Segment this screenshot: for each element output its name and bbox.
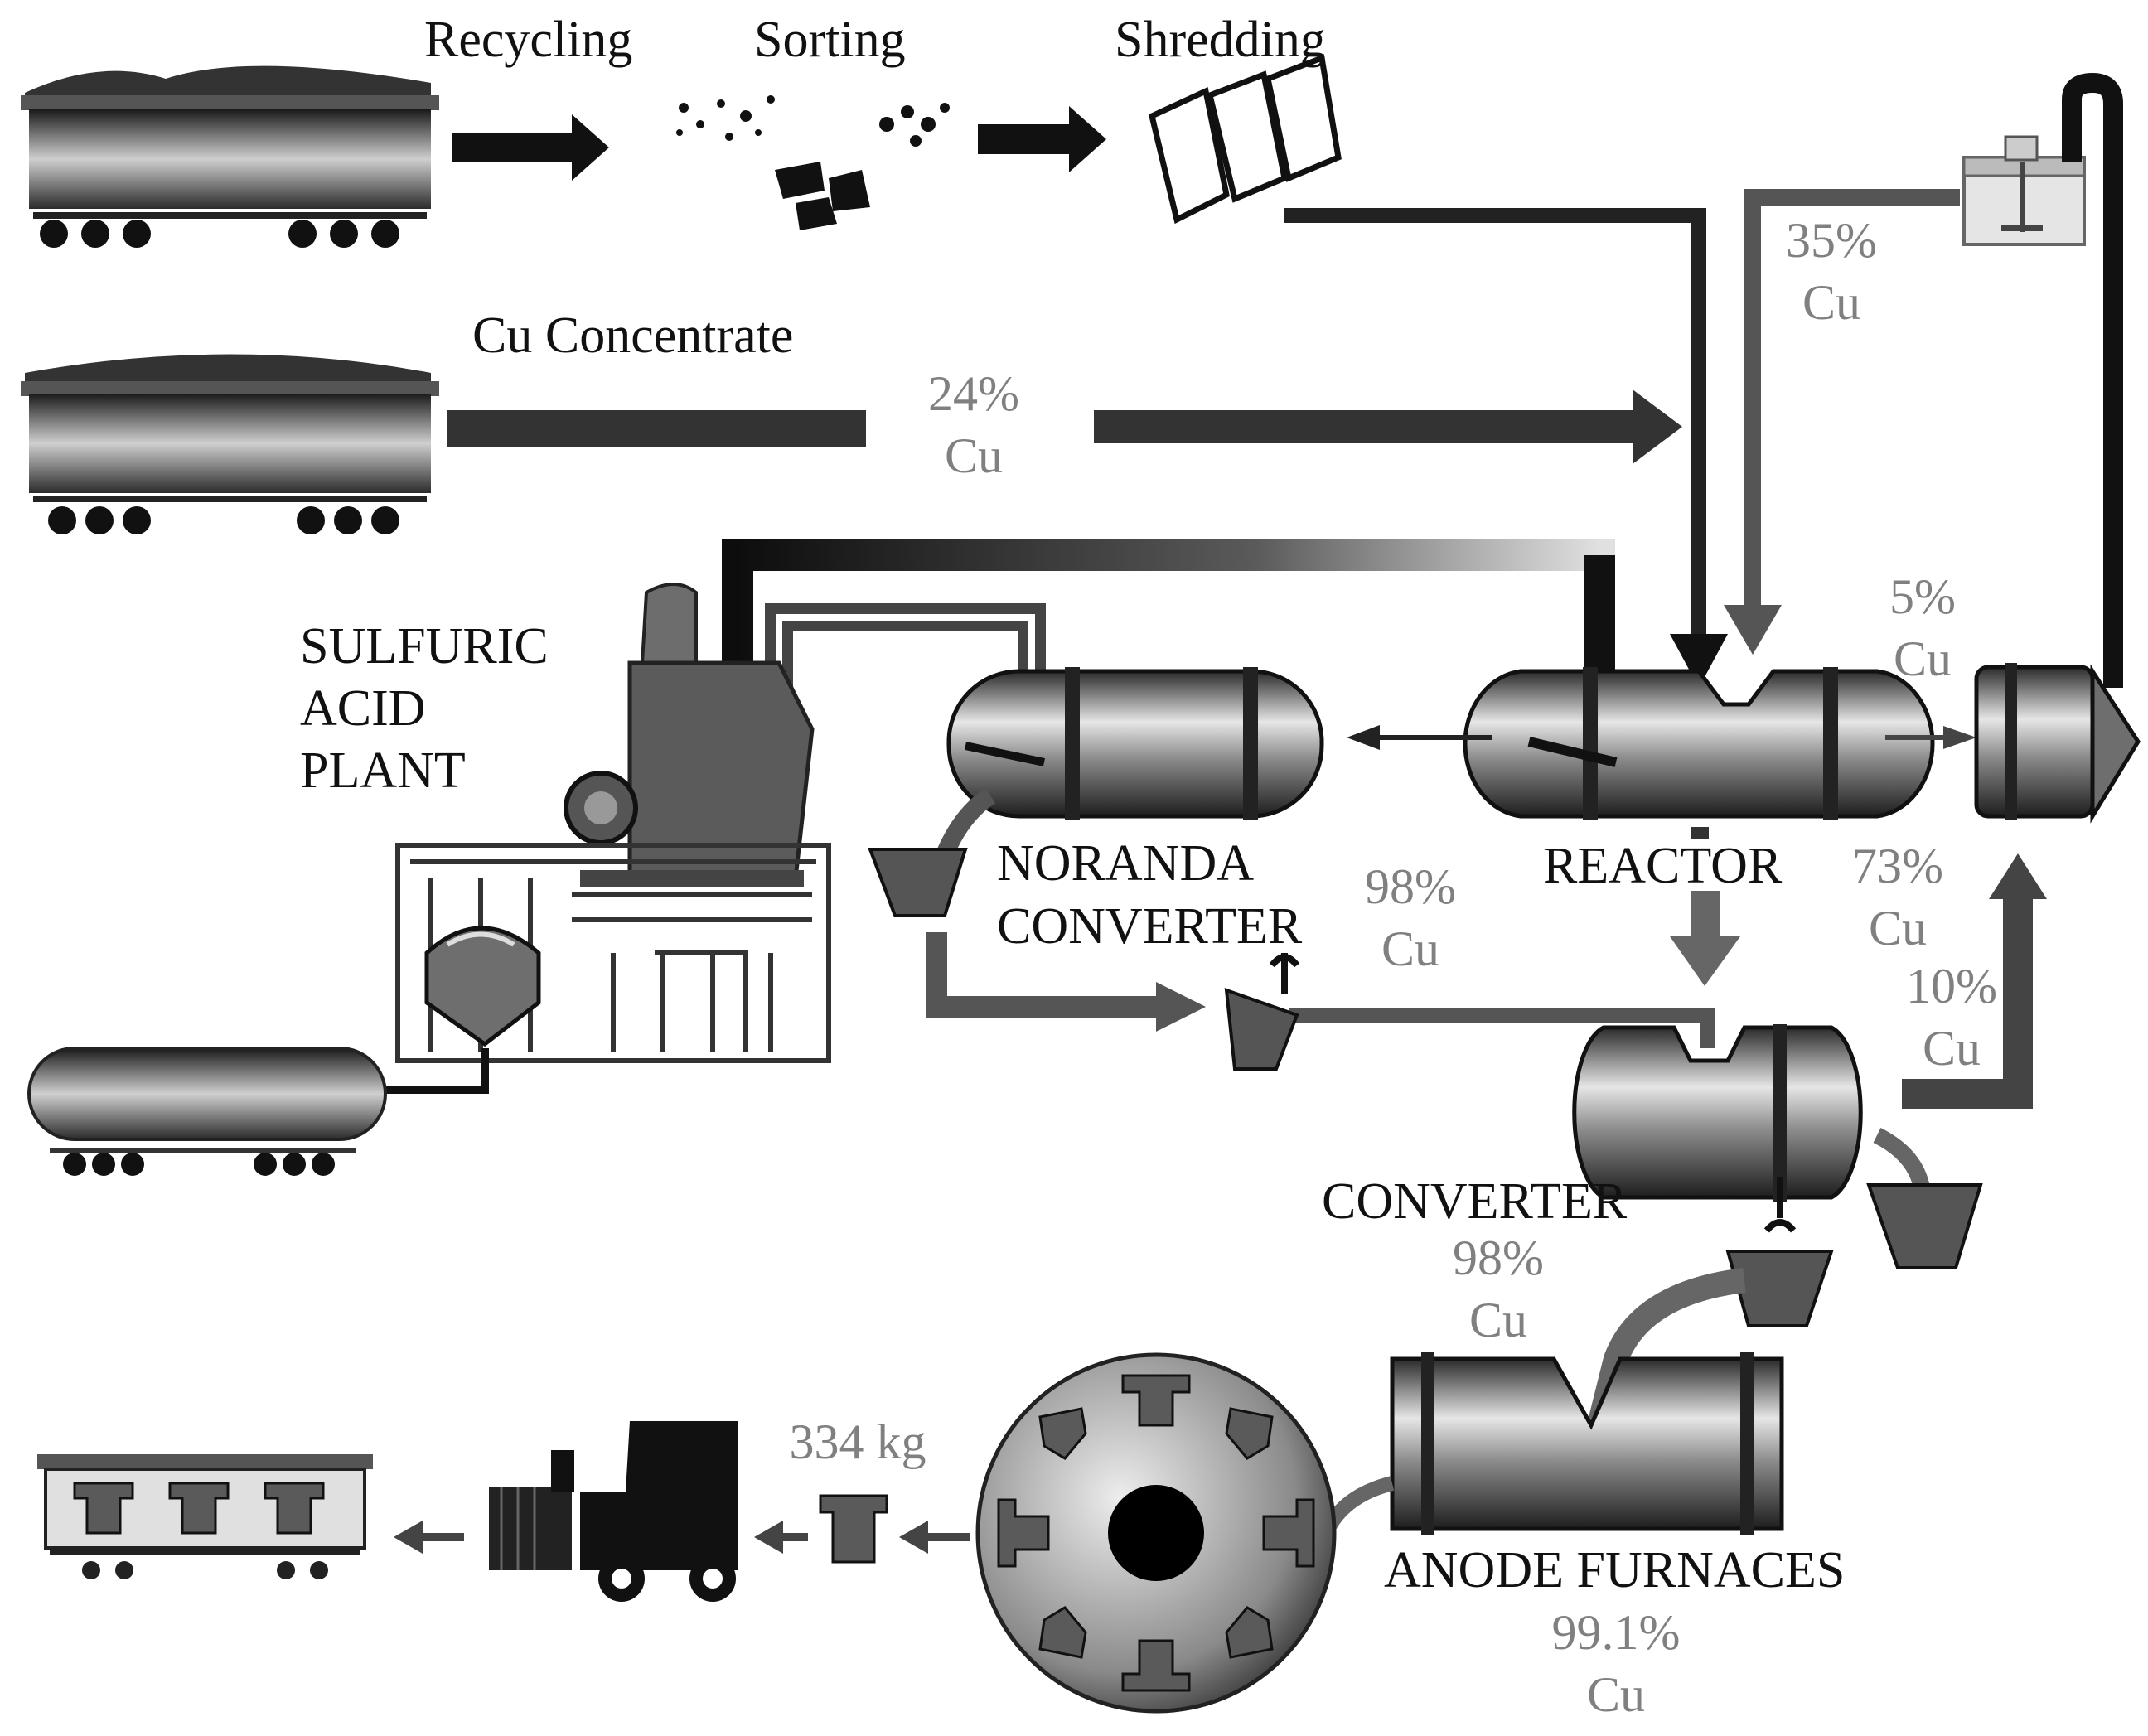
arrow-into-slag-ladle (1156, 982, 1206, 1032)
arrowhead-reactor-to-noranda (1347, 725, 1380, 750)
ladle-noranda (868, 848, 968, 917)
label-noranda-converter: CONVERTER (997, 898, 1303, 955)
flow-tank-to-slag-cooler (2062, 72, 2123, 688)
label-acid: ACID (300, 680, 426, 737)
arrow-wheel-to-anode (899, 1521, 970, 1554)
flow-concentrate-bar (448, 410, 866, 447)
label-plant: PLANT (300, 742, 466, 799)
label-recycling: Recycling (424, 12, 632, 68)
label-anode-furnaces: ANODE FURNACES (1384, 1542, 1845, 1598)
ladle-blister (1725, 1250, 1834, 1327)
railcar-concentrate (21, 354, 439, 534)
label-anode-pct: 99.1% (1552, 1605, 1681, 1660)
ladle-matte (1224, 988, 1299, 1071)
label-slag-pct: 5% (1889, 569, 1956, 624)
arrowhead-reactor-to-slag-cooler (1943, 726, 1976, 749)
flow-tank-to-reactor (1744, 189, 1960, 613)
label-converter: CONVERTER (1322, 1173, 1628, 1230)
truck (489, 1421, 738, 1602)
label-converter-slag-cu: Cu (1923, 1021, 1981, 1076)
arrow-sorting-to-shredding (978, 106, 1106, 172)
flow-ladle-to-slag-ladle (926, 932, 1168, 1018)
label-matte-pct: 73% (1852, 839, 1943, 893)
label-recycle-pct: 35% (1786, 213, 1877, 268)
arrowhead-converter-slag-up (1989, 853, 2047, 899)
shredder (1148, 54, 1342, 225)
label-noranda-pct: 98% (1365, 859, 1456, 914)
label-shredding: Shredding (1115, 12, 1326, 68)
label-sulfuric: SULFURIC (300, 618, 549, 675)
flow-shredding-to-reactor (1284, 208, 1706, 646)
label-noranda-cu: Cu (1381, 921, 1439, 976)
label-recycle-cu: Cu (1802, 275, 1860, 330)
ladle-converter-slag (1866, 1183, 1983, 1269)
label-converter-pct: 98% (1453, 1231, 1544, 1285)
label-slag-cu: Cu (1894, 631, 1952, 686)
anode-furnace (1390, 1352, 1784, 1535)
label-concentrate-cu: Cu (945, 428, 1003, 483)
label-reactor: REACTOR (1543, 838, 1783, 894)
arrow-tank-into-reactor (1724, 605, 1782, 655)
recycle-tank (1962, 135, 2086, 246)
reactor (1463, 667, 1935, 839)
railcar-scrap (21, 65, 439, 248)
label-anode-mass: 334 kg (790, 1414, 926, 1469)
hook-blister (1763, 1177, 1797, 1233)
arrow-concentrate-to-reactor (1094, 389, 1682, 464)
arrow-shredding-into-reactor (1670, 634, 1728, 688)
pipe-converter-to-noranda-ladle (1289, 1008, 1715, 1048)
label-cu-concentrate: Cu Concentrate (472, 307, 793, 364)
sorted-scrap-pieces (676, 95, 950, 230)
arrow-anode-to-truck (754, 1521, 808, 1554)
arrow-recycling-to-sorting (452, 114, 609, 181)
anode-slab (819, 1494, 888, 1564)
label-matte-cu: Cu (1869, 901, 1927, 955)
sulfuric-acid-plant (395, 583, 831, 1063)
casting-wheel (975, 1352, 1337, 1714)
converter (1572, 1024, 1863, 1202)
arrow-truck-to-railcar (394, 1521, 464, 1554)
label-anode-cu: Cu (1587, 1667, 1645, 1722)
label-noranda: NORANDA (997, 835, 1254, 892)
hook-matte (1269, 953, 1300, 994)
arrow-reactor-to-converter (1670, 891, 1740, 986)
railcar-anodes (37, 1454, 373, 1579)
flow-converter-slag-up (1902, 895, 2033, 1109)
label-converter-cu: Cu (1469, 1293, 1527, 1347)
label-concentrate-pct: 24% (928, 366, 1019, 421)
noranda-converter (946, 667, 1324, 820)
label-converter-slag-pct: 10% (1906, 959, 1997, 1013)
slag-cooler (1974, 663, 2141, 824)
pour-blister-to-anode (1587, 1268, 1746, 1429)
acid-tank-car (27, 1047, 489, 1176)
label-sorting: Sorting (754, 12, 906, 68)
